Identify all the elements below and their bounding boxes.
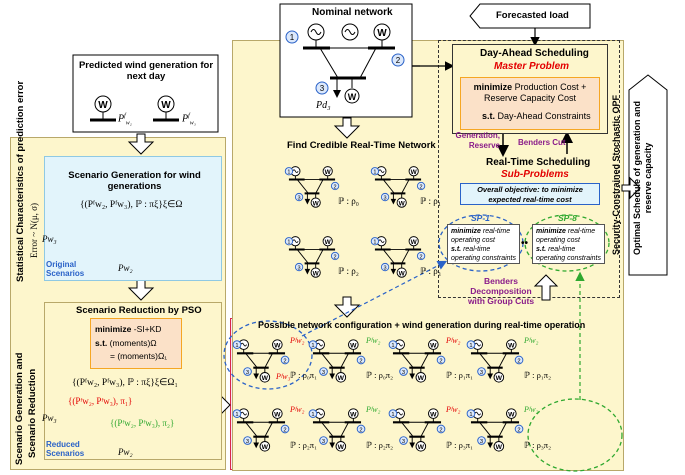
axis-w2-label-bottom: Pw₂ bbox=[118, 447, 133, 457]
svg-text:W: W bbox=[377, 28, 387, 39]
credible-prob-0: ℙ : ρ₀ bbox=[338, 196, 359, 206]
benders-decomposition-label: Benders Decomposition with Group Cuts bbox=[467, 276, 535, 306]
possible-pw-r1c1b: Pᶠw₃ bbox=[276, 372, 291, 381]
sp1-box: minimize real-time operating cost s.t. r… bbox=[447, 224, 520, 264]
pso-constraint-2: = (moments)Ω₁ bbox=[110, 351, 168, 361]
pso-formula-box bbox=[90, 318, 182, 369]
master-problem-label: Master Problem bbox=[494, 61, 570, 72]
generation-reserve-label: Generation, Reserve bbox=[455, 131, 500, 150]
benders-cut-label: Benders Cut bbox=[518, 138, 566, 147]
master-constraints: s.t. Day-Ahead Constraints bbox=[482, 111, 591, 121]
possible-pw-r2c2: Pᶠw₂ bbox=[366, 405, 381, 414]
predicted-wind-label: Predicted wind generation for next day bbox=[78, 60, 214, 82]
nominal-network-label: Nominal network bbox=[312, 7, 393, 18]
scenario-reduction-title: Scenario Reduction by PSO bbox=[76, 305, 202, 316]
scenario-gen-red-label-1: Scenario Generation and bbox=[14, 352, 25, 465]
pso-constraint-1: s.t. (moments)Ω bbox=[95, 338, 157, 348]
possible-config-title: Possible network configuration + wind ge… bbox=[258, 320, 586, 330]
possible-prob-r1c2: ℙ : ρ₀π₂ bbox=[366, 370, 394, 380]
master-formula-box bbox=[460, 77, 600, 130]
svg-text:W: W bbox=[348, 92, 357, 102]
original-scenarios-label: Original Scenarios bbox=[46, 260, 85, 278]
possible-pw-r1c4: Pᶠw₂ bbox=[524, 336, 539, 345]
sp8-label: SP-8 bbox=[558, 213, 577, 223]
scenario-gen-red-label-2: Scenario Reduction bbox=[27, 368, 38, 458]
sub-problems-label: Sub-Problems bbox=[501, 169, 569, 180]
overall-objective: Overall objective: to minimize expected … bbox=[460, 183, 600, 205]
opf-vertical-label: Security-Constrained Stochastic OPF bbox=[611, 94, 621, 255]
opf-dotted-frame bbox=[438, 40, 620, 298]
possible-pw-r1c3: Pᶠw₂ bbox=[446, 336, 461, 345]
svg-text:W: W bbox=[161, 100, 171, 111]
predicted-wind-turbines: W W bbox=[90, 95, 179, 122]
axis-w3-label-top: Pw₃ bbox=[42, 234, 57, 244]
possible-pw-r2c1: Pᶠw₂ bbox=[290, 405, 305, 414]
possible-pw-r2c3: Pᶠw₂ bbox=[446, 405, 461, 414]
reduced-scenarios-label: Reduced Scenarios bbox=[46, 440, 85, 458]
possible-prob-r2c2: ℙ : ρ₂π₂ bbox=[366, 440, 394, 450]
pf-w3-label: Pfw₃ bbox=[182, 113, 196, 127]
sp-ellipsis: •• bbox=[521, 238, 529, 249]
axis-w2-label-top: Pw₂ bbox=[118, 263, 133, 273]
real-time-title: Real-Time Scheduling bbox=[486, 157, 591, 168]
day-ahead-title: Day-Ahead Scheduling bbox=[480, 48, 589, 59]
possible-prob-r1c1: ℙ : ρ₀π₁ bbox=[290, 370, 318, 380]
nominal-network-drawing: W W 1 2 3 bbox=[285, 23, 405, 104]
output-box bbox=[628, 74, 668, 276]
axis-w3-label-bottom: Pw₃ bbox=[42, 413, 57, 423]
credible-prob-2: ℙ : ρ₂ bbox=[338, 266, 359, 276]
stat-characteristics-label: Statistical Characteristics of predictio… bbox=[15, 80, 26, 282]
svg-text:3: 3 bbox=[320, 84, 325, 93]
possible-prob-r2c4: ℙ : ρ₃π₂ bbox=[524, 440, 552, 450]
master-objective: minimize Production Cost + Reserve Capac… bbox=[473, 82, 587, 103]
output-schedule-label: Optimal Schedule of generation and reser… bbox=[632, 100, 653, 256]
possible-prob-r2c3: ℙ : ρ₃π₁ bbox=[446, 440, 474, 450]
possible-prob-r2c1: ℙ : ρ₂π₁ bbox=[290, 440, 318, 450]
sp8-box: minimize real-time operating cost s.t. r… bbox=[532, 224, 605, 264]
possible-pw-r2c4: Pᶠw₂ bbox=[524, 405, 539, 414]
reduced-item-1: {(Pᶠw₂, Pᶠw₃), π₁} bbox=[68, 396, 133, 406]
credible-prob-1: ℙ : ρ₁ bbox=[420, 196, 441, 206]
forecasted-load-label: Forecasted load bbox=[496, 10, 569, 21]
sp1-label: SP-1 bbox=[471, 213, 490, 223]
reduced-set-formula: {(Pᶠw₂, Pᶠw₃), ℙ : πξ}ξ∈Ω₁ bbox=[72, 378, 178, 388]
svg-text:2: 2 bbox=[396, 56, 401, 65]
svg-text:W: W bbox=[98, 100, 108, 111]
reduced-item-2: {(Pᶠw₂, Pᶠw₃), π₂} bbox=[110, 418, 175, 428]
error-distribution-label: Error ~ N(μ, σ) bbox=[29, 202, 39, 258]
possible-prob-r1c4: ℙ : ρ₁π₂ bbox=[524, 370, 552, 380]
pf-w2-label: Pfw₂ bbox=[118, 113, 132, 127]
scenario-generation-box bbox=[44, 156, 222, 281]
nominal-pd3-label: Pd₃ bbox=[316, 100, 331, 111]
possible-pw-r1c1: Pᶠw₂ bbox=[290, 336, 305, 345]
scenario-set-formula: {(Pᶠw₂, Pᶠw₃), ℙ : πξ}ξ∈Ω bbox=[80, 200, 183, 210]
scenario-generation-title: Scenario Generation for wind generations bbox=[68, 170, 201, 192]
credible-network-title: Find Credible Real-Time Network bbox=[287, 140, 436, 151]
possible-pw-r1c2: Pᶠw₂ bbox=[366, 336, 381, 345]
credible-prob-3: ℙ : ρ₃ bbox=[420, 266, 441, 276]
possible-prob-r1c3: ℙ : ρ₁π₁ bbox=[446, 370, 474, 380]
svg-text:1: 1 bbox=[290, 33, 295, 42]
pso-minimize: minimize -SI+KD bbox=[95, 324, 162, 334]
